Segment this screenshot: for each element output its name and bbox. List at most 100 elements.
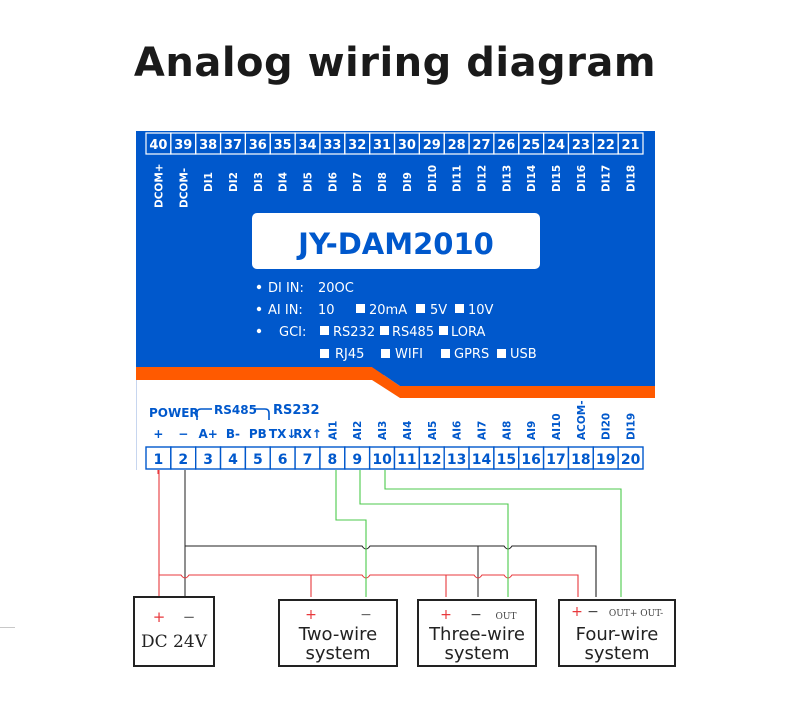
four-wire-box: + − OUT+ OUT- Four-wire system: [558, 599, 676, 667]
bottom-terminal-number: 6: [278, 452, 288, 468]
four-wire-title: Four-wire: [576, 624, 659, 645]
checkbox-square: [356, 304, 365, 313]
di-in-value: 20OC: [318, 281, 354, 296]
top-terminal-label: DI15: [551, 165, 563, 192]
top-terminal-label: DCOM+: [153, 163, 165, 208]
gci-wifi: WIFI: [395, 347, 423, 362]
bottom-terminal-label: ACOM-: [576, 400, 588, 440]
bottom-terminal-label: AI4: [402, 421, 414, 440]
top-terminal-label: DI4: [278, 172, 290, 192]
bottom-terminal-label: AI6: [452, 421, 464, 440]
bottom-terminal-number: 19: [596, 452, 615, 468]
checkbox-square: [380, 326, 389, 335]
top-terminal-label: DCOM-: [178, 168, 190, 208]
top-terminal-number: 21: [622, 138, 640, 153]
divider-line: [0, 627, 15, 628]
top-terminal-number: 39: [174, 138, 192, 153]
rs485-label: RS485: [214, 403, 257, 417]
device-blue-step: [372, 367, 655, 386]
bottom-terminal-number: 14: [472, 452, 492, 468]
model-badge-bg: [252, 213, 540, 269]
gci-rj45: RJ45: [335, 347, 364, 362]
bottom-terminal-label: AI2: [352, 421, 364, 440]
top-terminal-number: 32: [348, 138, 366, 153]
ai-option-10v: 10V: [468, 303, 494, 318]
checkbox-square: [497, 349, 506, 358]
ai-in-label: AI IN:: [268, 303, 303, 318]
bullet: [256, 284, 262, 290]
bottom-terminal-number: 1: [154, 452, 164, 468]
bottom-terminal-number: 9: [352, 452, 362, 468]
bottom-terminal-number: 15: [497, 452, 516, 468]
top-terminal-cell: [617, 132, 644, 155]
bottom-terminal-label: PB: [249, 427, 267, 441]
ai-in-value: 10: [318, 303, 335, 318]
three-wire-box-frame: [417, 599, 537, 667]
top-terminal-label: DI6: [327, 172, 339, 192]
bottom-terminal-number: 3: [203, 452, 213, 468]
spec-list: DI IN: 20OC AI IN: 10 20mA 5V 10V GCI: R…: [256, 281, 537, 362]
wire-ai1: [335, 470, 367, 597]
top-terminal-label: DI5: [303, 172, 315, 192]
top-terminal-number: 34: [298, 138, 316, 153]
page-title: Analog wiring diagram: [133, 40, 657, 86]
top-terminal-number: 22: [597, 138, 615, 153]
top-terminal-label: DI10: [427, 165, 439, 192]
bottom-terminal-label: AI7: [476, 421, 488, 440]
bottom-terminal-number: 11: [397, 452, 416, 468]
bottom-terminal-number: 18: [571, 452, 590, 468]
bottom-terminal-label: AI9: [526, 421, 538, 440]
top-terminal-number: 28: [448, 138, 466, 153]
top-terminal-number: 35: [274, 138, 292, 153]
three-wire-out: OUT: [496, 612, 517, 622]
top-terminal-number: 38: [199, 138, 217, 153]
top-terminal-number: 40: [149, 138, 167, 153]
top-terminal-label: DI1: [203, 172, 215, 192]
top-terminal-label: DI18: [626, 165, 638, 192]
bottom-terminal-number: 4: [228, 452, 238, 468]
top-terminal-number: 23: [572, 138, 590, 153]
ai-option-5v: 5V: [430, 303, 447, 318]
bottom-terminal-number: 5: [253, 452, 263, 468]
two-wire-title: Two-wire: [298, 624, 377, 645]
bottom-terminal-number: 7: [303, 452, 313, 468]
top-terminal-label: DI9: [402, 172, 414, 192]
checkbox-square: [441, 349, 450, 358]
rs485-bracket-left: [196, 408, 212, 420]
top-terminal-label: DI14: [526, 165, 538, 192]
two-wire-plus: +: [305, 607, 317, 623]
top-terminal-label: DI17: [601, 165, 613, 192]
bottom-terminal-number: 8: [328, 452, 338, 468]
model-name: JY-DAM2010: [296, 227, 494, 261]
wire-ai3: [384, 470, 622, 597]
gci-lora: LORA: [451, 325, 486, 340]
wire-ai2: [359, 470, 509, 597]
top-terminal-number: 24: [547, 138, 565, 153]
rs232-label: RS232: [273, 403, 320, 418]
three-wire-subtitle: system: [444, 643, 509, 664]
gci-rs232: RS232: [333, 325, 375, 340]
wiring: [157, 470, 622, 597]
psu-box: + − DC 24V: [133, 596, 215, 667]
psu-plus: +: [153, 608, 166, 626]
psu-label: DC 24V: [141, 632, 208, 652]
psu-box-frame: [133, 596, 215, 667]
bullet: [256, 306, 262, 312]
checkbox-square: [439, 326, 448, 335]
top-terminal-number: 37: [224, 138, 242, 153]
bottom-terminal-number: 17: [546, 452, 565, 468]
gci-label: GCI:: [279, 325, 306, 340]
top-terminal-label: DI16: [576, 165, 588, 192]
bottom-terminal-label: AI10: [551, 413, 563, 440]
bottom-terminal-label: +: [153, 427, 163, 441]
bottom-terminal-label: DI20: [601, 413, 613, 440]
gci-usb: USB: [510, 347, 537, 362]
model-badge: JY-DAM2010: [252, 213, 540, 269]
bottom-terminal-label: AI5: [427, 421, 439, 440]
gci-gprs: GPRS: [454, 347, 489, 362]
